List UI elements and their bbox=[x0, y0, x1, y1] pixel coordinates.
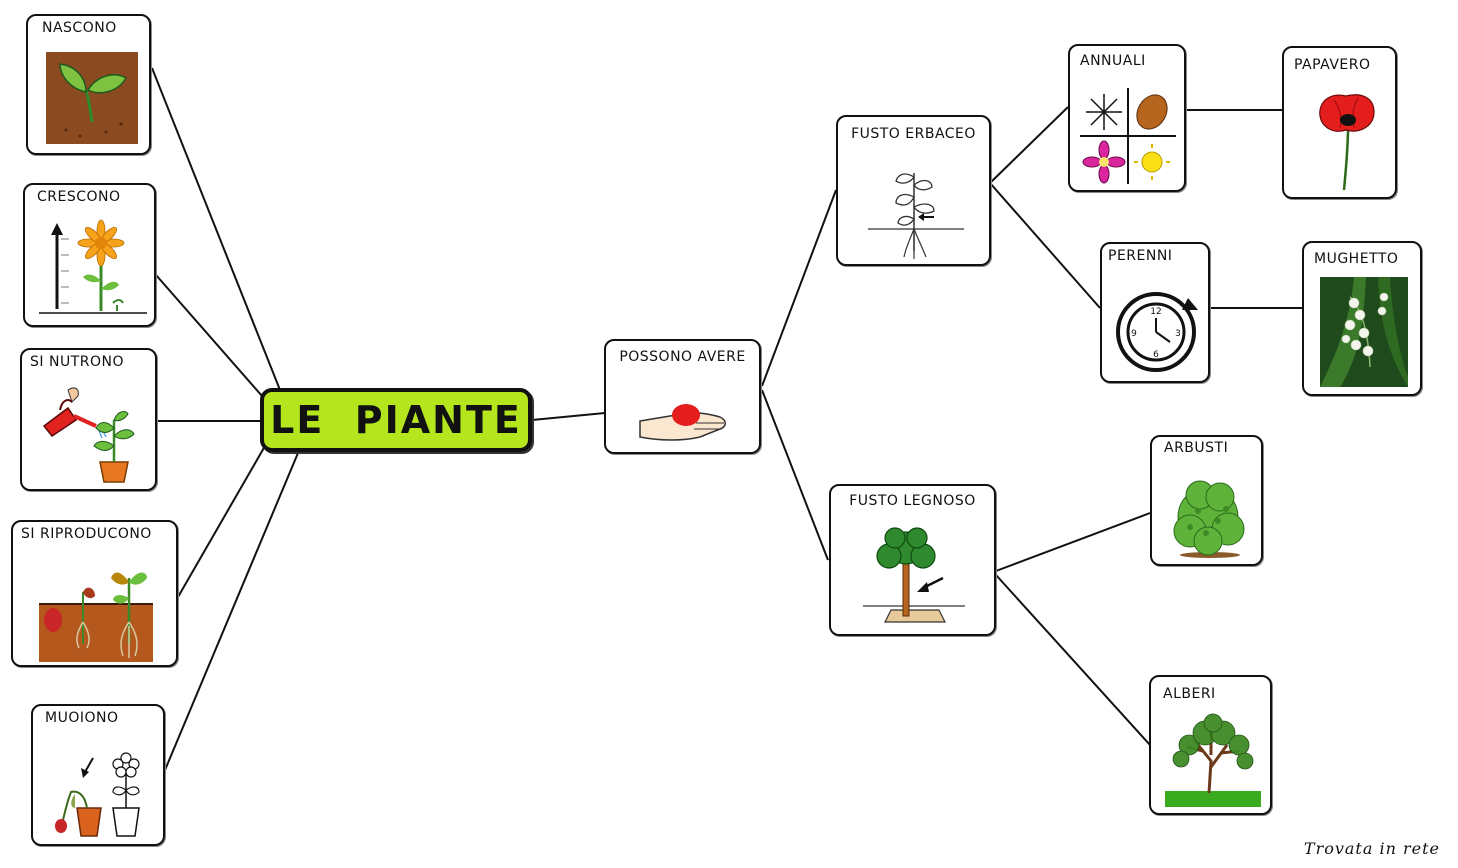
card-crescono: CRESCONO bbox=[23, 183, 156, 327]
svg-text:12: 12 bbox=[1150, 307, 1161, 317]
svg-text:6: 6 bbox=[1153, 350, 1159, 360]
tree-icon bbox=[1165, 711, 1261, 807]
card-si-riproducono: SI RIPRODUCONO bbox=[11, 520, 178, 667]
card-nascono: NASCONO bbox=[26, 14, 151, 155]
svg-text:3: 3 bbox=[1175, 329, 1181, 339]
card-perenni: PERENNI 12 3 6 9 bbox=[1100, 242, 1210, 383]
herbaceous-stem-icon bbox=[868, 167, 964, 261]
card-si-nutrono: SI NUTRONO bbox=[20, 348, 157, 491]
poppy-icon bbox=[1310, 88, 1380, 192]
card-fusto-erbaceo: FUSTO ERBACEO bbox=[836, 115, 991, 266]
credit-note: Trovata in rete bbox=[1303, 839, 1440, 858]
svg-text:9: 9 bbox=[1131, 329, 1137, 339]
wilted-flower-icon bbox=[51, 750, 151, 840]
clock-cycle-icon: 12 3 6 9 bbox=[1114, 282, 1202, 376]
card-arbusti: ARBUSTI bbox=[1150, 435, 1263, 566]
card-label: ANNUALI bbox=[1080, 53, 1146, 69]
card-alberi: ALBERI bbox=[1149, 675, 1272, 815]
card-label: POSSONO AVERE bbox=[619, 349, 746, 365]
card-label: MUGHETTO bbox=[1314, 251, 1399, 267]
card-label: NASCONO bbox=[42, 20, 117, 36]
card-annuali: ANNUALI bbox=[1068, 44, 1186, 192]
card-papavero: PAPAVERO bbox=[1282, 46, 1397, 199]
growing-flower-icon bbox=[37, 219, 149, 321]
sprout-icon bbox=[46, 52, 138, 144]
seasons-icon bbox=[1080, 88, 1176, 186]
card-label: CRESCONO bbox=[37, 189, 121, 205]
central-title: LE PIANTE bbox=[260, 388, 532, 452]
card-fusto-legnoso: FUSTO LEGNOSO bbox=[829, 484, 996, 636]
hand-holding-icon bbox=[636, 393, 732, 449]
lily-of-the-valley-icon bbox=[1320, 277, 1408, 387]
shrub-icon bbox=[1170, 471, 1248, 559]
card-label: MUOIONO bbox=[45, 710, 119, 726]
card-label: FUSTO LEGNOSO bbox=[849, 493, 976, 509]
card-label: FUSTO ERBACEO bbox=[851, 126, 976, 142]
card-label: ALBERI bbox=[1163, 686, 1216, 702]
card-label: SI NUTRONO bbox=[30, 354, 124, 370]
watering-can-icon bbox=[38, 380, 148, 486]
card-mughetto: MUGHETTO bbox=[1302, 241, 1422, 396]
title-text: LE PIANTE bbox=[270, 398, 522, 442]
seed-germination-icon bbox=[39, 562, 153, 662]
card-label: ARBUSTI bbox=[1164, 440, 1229, 456]
woody-stem-icon bbox=[861, 524, 965, 628]
card-label: PAPAVERO bbox=[1294, 57, 1371, 73]
card-label: SI RIPRODUCONO bbox=[21, 526, 152, 542]
card-label: PERENNI bbox=[1108, 248, 1173, 264]
card-muoiono: MUOIONO bbox=[31, 704, 165, 846]
card-possono-avere: POSSONO AVERE bbox=[604, 339, 761, 454]
